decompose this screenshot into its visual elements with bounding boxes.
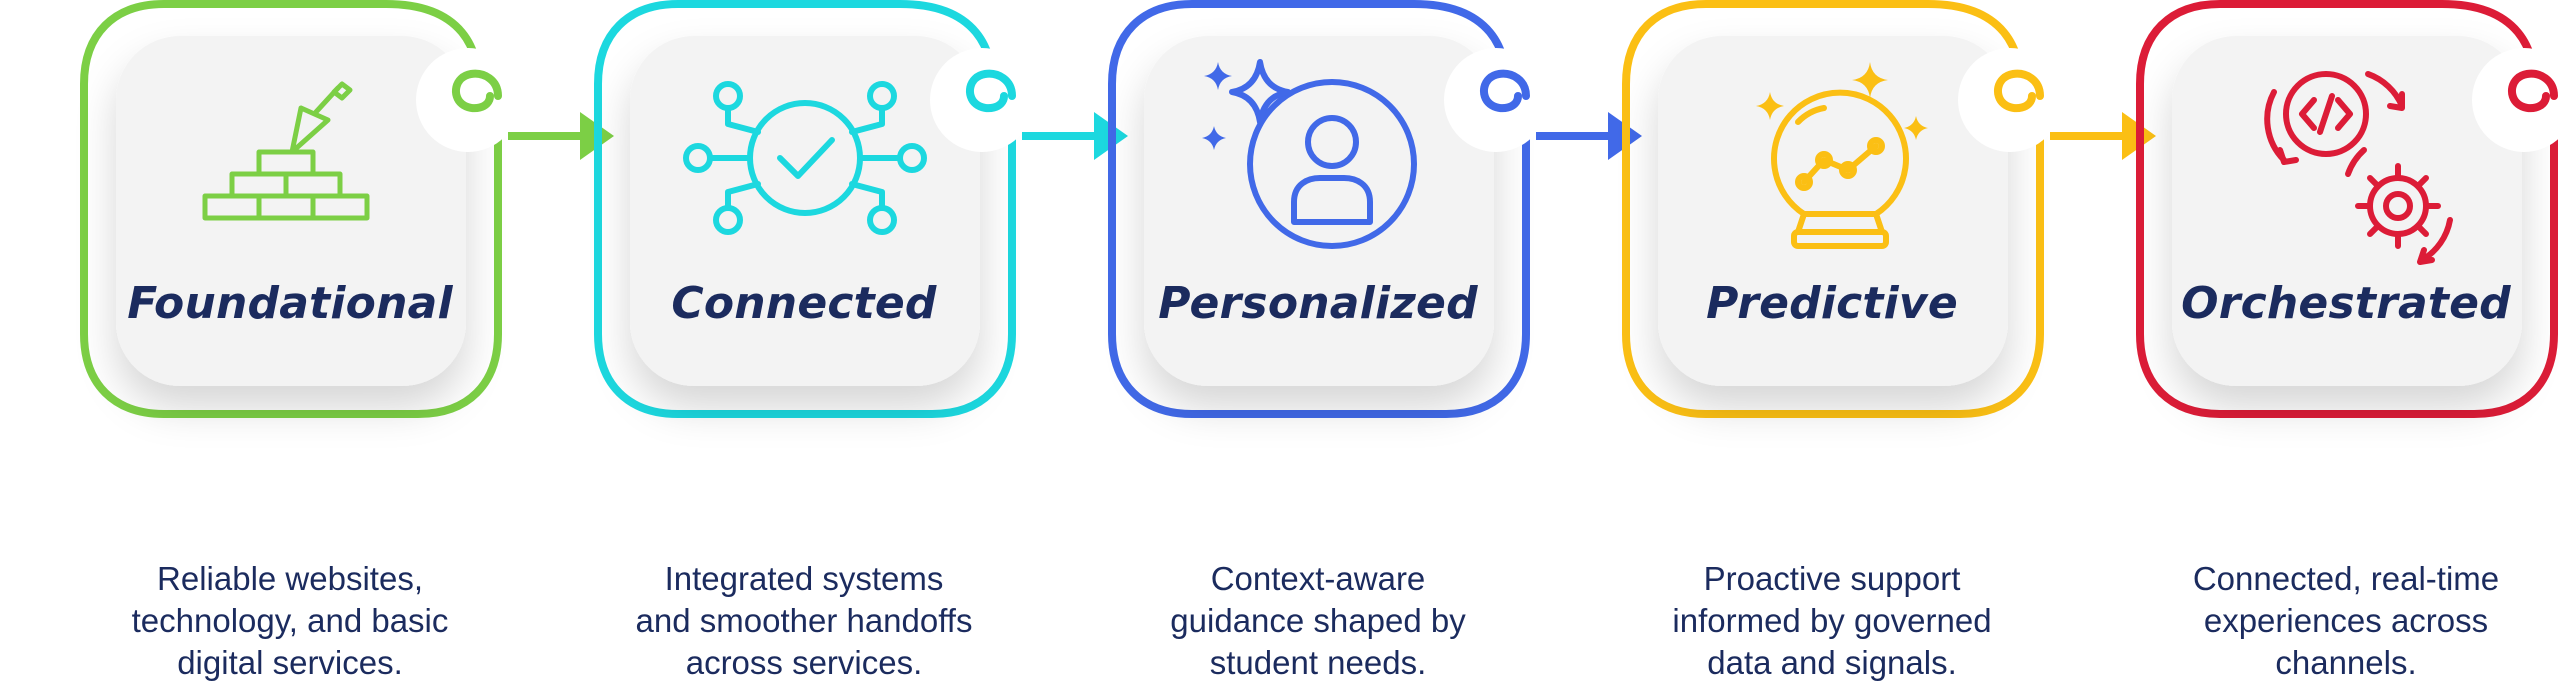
step-title: Personalized xyxy=(1158,278,1478,329)
step-description: Connected, real-time experiences across … xyxy=(2126,558,2560,684)
description-line: digital services. xyxy=(177,644,403,681)
step-title: Orchestrated xyxy=(2181,278,2511,329)
step-description: Integrated systems and smoother handoffs… xyxy=(584,558,1024,684)
step-personalized: Personalized Context-aware guidance shap… xyxy=(1108,0,1548,697)
step-card-orchestrated xyxy=(2136,0,2560,418)
description-line: data and signals. xyxy=(1707,644,1957,681)
code-gear-cycle-icon xyxy=(2264,71,2453,265)
card-panel xyxy=(2172,36,2522,386)
step-description: Context-aware guidance shaped by student… xyxy=(1098,558,1538,684)
description-line: informed by governed xyxy=(1672,602,1992,639)
step-card-connected xyxy=(594,0,1034,418)
description-line: technology, and basic xyxy=(131,602,449,639)
description-line: Proactive support xyxy=(1703,560,1961,597)
card-panel xyxy=(1144,36,1494,386)
description-line: channels. xyxy=(2275,644,2417,681)
step-foundational: Foundational Reliable websites, technolo… xyxy=(80,0,520,697)
step-title: Foundational xyxy=(127,278,453,329)
user-sparkle-icon xyxy=(1229,59,1417,249)
description-line: across services. xyxy=(685,644,923,681)
step-title: Connected xyxy=(671,278,937,329)
description-line: experiences across xyxy=(2203,602,2489,639)
bricks-trowel-icon xyxy=(202,81,370,221)
step-title: Predictive xyxy=(1706,278,1958,329)
step-connected: Connected Integrated systems and smoothe… xyxy=(594,0,1034,697)
description-line: Context-aware xyxy=(1210,560,1426,597)
card-panel xyxy=(116,36,466,386)
step-card-personalized xyxy=(1108,0,1548,418)
description-line: Reliable websites, xyxy=(157,560,423,597)
step-description: Reliable websites, technology, and basic… xyxy=(70,558,510,684)
step-card-foundational xyxy=(80,0,520,418)
crystal-ball-chart-icon xyxy=(1771,89,1909,249)
step-description: Proactive support informed by governed d… xyxy=(1612,558,2052,684)
description-line: Integrated systems xyxy=(664,560,944,597)
description-line: student needs. xyxy=(1209,644,1427,681)
description-line: and smoother handoffs xyxy=(635,602,973,639)
step-card-predictive xyxy=(1622,0,2062,418)
description-line: guidance shaped by xyxy=(1170,602,1466,639)
network-check-icon xyxy=(683,81,927,235)
step-orchestrated: Orchestrated Connected, real-time experi… xyxy=(2136,0,2560,697)
description-line: Connected, real-time xyxy=(2192,560,2500,597)
step-predictive: Predictive Proactive support informed by… xyxy=(1622,0,2062,697)
